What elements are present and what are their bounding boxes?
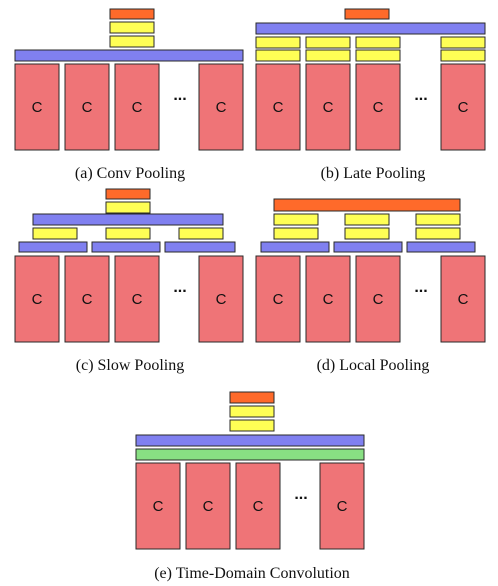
softmax-layer — [229, 391, 275, 404]
fc-layer — [105, 227, 151, 240]
temporal-conv-layer — [135, 448, 365, 461]
conv-label: C — [216, 99, 227, 116]
conv-label: C — [458, 99, 469, 116]
fc-layer-top — [273, 213, 319, 226]
conv-column — [14, 63, 60, 151]
conv-column — [114, 255, 160, 343]
conv-column — [185, 462, 231, 550]
fc-layer-top — [109, 21, 155, 34]
fc-layer-top — [355, 36, 401, 49]
fc-layer-bottom — [255, 49, 301, 62]
softmax-layer — [105, 188, 151, 200]
conv-label: C — [273, 291, 284, 308]
panel-time-domain-convolution: C C C C ... (e) Time-Domain Convolution — [135, 391, 365, 582]
fc-layer-top — [305, 36, 351, 49]
max-pool-layer — [135, 434, 365, 447]
conv-label: C — [153, 498, 164, 515]
max-pool-layer-local — [91, 241, 161, 253]
fc-layer-bottom — [305, 49, 351, 62]
conv-label: C — [32, 99, 43, 116]
fc-layer-bottom — [344, 227, 390, 240]
conv-column — [64, 63, 110, 151]
conv-label: C — [203, 498, 214, 515]
conv-column — [440, 255, 486, 343]
conv-label: C — [82, 291, 93, 308]
conv-label: C — [273, 99, 284, 116]
fc-layer-bottom — [415, 227, 461, 240]
conv-column — [355, 63, 401, 151]
conv-label: C — [132, 291, 143, 308]
max-pool-layer — [14, 49, 244, 62]
conv-column — [355, 255, 401, 343]
conv-column — [305, 255, 351, 343]
fc-layer-top — [344, 213, 390, 226]
conv-column — [440, 63, 486, 151]
panel-conv-pooling: C C C C ... (a) Conv Pooling — [14, 8, 244, 182]
ellipsis: ... — [294, 486, 307, 503]
conv-label: C — [458, 291, 469, 308]
conv-column — [255, 63, 301, 151]
fc-layer-top — [440, 36, 486, 49]
ellipsis: ... — [414, 279, 427, 296]
ellipsis: ... — [173, 279, 186, 296]
panel-caption: (d) Local Pooling — [317, 357, 430, 374]
conv-column — [64, 255, 110, 343]
conv-label: C — [323, 99, 334, 116]
panel-local-pooling: C C C C ... (d) Local Pooling — [255, 198, 486, 374]
fc-layer-top — [255, 36, 301, 49]
panel-caption: (e) Time-Domain Convolution — [154, 565, 350, 582]
fc-layer-bottom — [229, 419, 275, 432]
fc-layer-top — [415, 213, 461, 226]
fc-layer — [178, 227, 224, 240]
max-pool-layer-local — [406, 241, 476, 253]
softmax-layer — [109, 8, 155, 20]
conv-label: C — [323, 291, 334, 308]
conv-column — [235, 462, 281, 550]
fc-layer-bottom — [273, 227, 319, 240]
ellipsis: ... — [414, 87, 427, 104]
conv-column — [305, 63, 351, 151]
conv-label: C — [337, 498, 348, 515]
conv-label: C — [216, 291, 227, 308]
softmax-layer — [344, 8, 390, 20]
max-pool-layer-local — [260, 241, 330, 253]
panel-late-pooling: C C C C ... (b) Late Pooling — [255, 8, 486, 182]
conv-label: C — [32, 291, 43, 308]
conv-column — [255, 255, 301, 343]
max-pool-layer — [255, 22, 486, 35]
fc-layer-top — [229, 405, 275, 418]
max-pool-layer-local — [333, 241, 403, 253]
panel-slow-pooling: C C C C ... (c) Slow Pooling — [14, 188, 244, 374]
fc-layer-bottom — [109, 35, 155, 48]
conv-column — [14, 255, 60, 343]
conv-label: C — [82, 99, 93, 116]
fc-layer-bottom — [440, 49, 486, 62]
fc-layer — [105, 201, 151, 214]
conv-label: C — [373, 99, 384, 116]
conv-column — [114, 63, 160, 151]
softmax-layer — [273, 198, 461, 212]
conv-label: C — [373, 291, 384, 308]
max-pool-layer-top — [32, 213, 224, 226]
max-pool-layer-local — [164, 241, 236, 253]
ellipsis: ... — [173, 87, 186, 104]
conv-column — [135, 462, 181, 550]
fc-layer-bottom — [355, 49, 401, 62]
fc-layer — [32, 227, 78, 240]
conv-column — [319, 462, 365, 550]
panel-caption: (a) Conv Pooling — [75, 165, 185, 182]
conv-label: C — [132, 99, 143, 116]
conv-label: C — [253, 498, 264, 515]
panel-caption: (c) Slow Pooling — [76, 357, 184, 374]
conv-column — [198, 255, 244, 343]
panel-caption: (b) Late Pooling — [321, 165, 426, 182]
conv-column — [198, 63, 244, 151]
max-pool-layer-local — [18, 241, 88, 253]
